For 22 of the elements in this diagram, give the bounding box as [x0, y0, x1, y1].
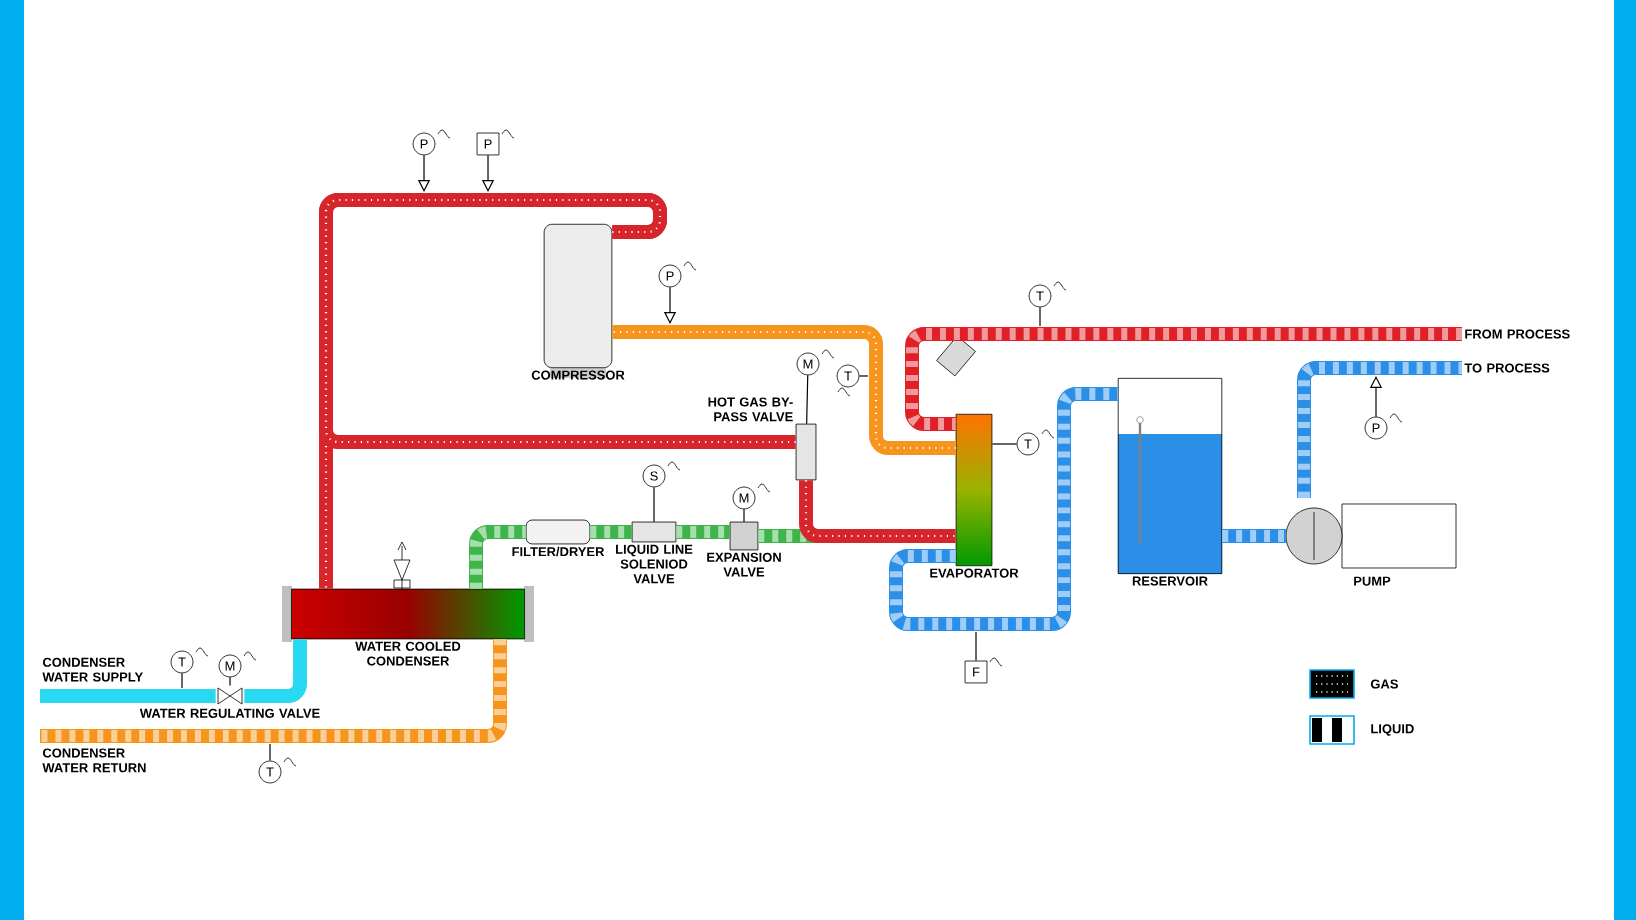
sensor-line	[653, 486, 655, 523]
sensor-line	[229, 676, 231, 687]
pipe	[469, 525, 526, 589]
pipe	[319, 193, 796, 449]
pipe	[799, 480, 956, 543]
pipe	[676, 525, 730, 539]
pipe	[40, 639, 507, 743]
sensor-line	[991, 443, 1018, 445]
sensor-line	[743, 508, 745, 523]
sensor-line	[1039, 306, 1041, 327]
sensor-line	[806, 374, 809, 425]
pipe	[1222, 529, 1286, 543]
sensor-line	[181, 672, 183, 689]
pipe	[905, 327, 1462, 431]
pipe	[40, 689, 216, 703]
pipe	[889, 387, 1118, 631]
sensor-line	[269, 743, 271, 762]
pipe	[590, 525, 632, 539]
pipe	[1297, 361, 1462, 498]
sensor-line	[858, 375, 869, 377]
pipe	[612, 325, 956, 455]
sensor-line	[975, 631, 977, 662]
